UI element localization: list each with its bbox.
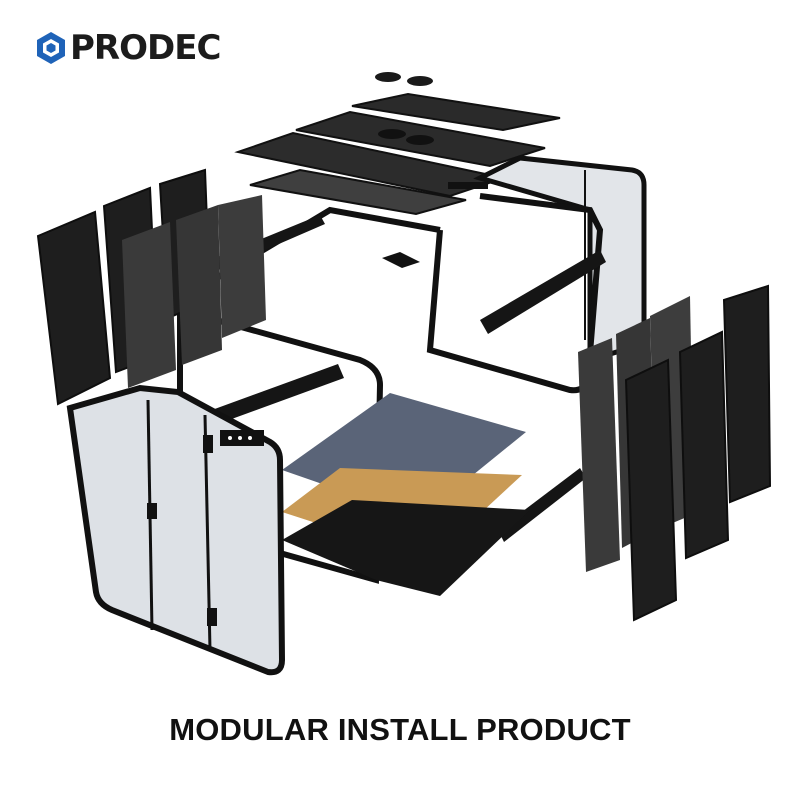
vent-grille [448,182,488,189]
door-handle-icon [147,503,157,519]
roof-vent-icon [375,72,433,86]
left-outer-panel-1 [36,210,112,406]
brand-logo: PRODEC [36,28,221,68]
left-felt-panel-3 [218,195,266,338]
top-beam-right [480,250,606,334]
left-felt-panel-1 [122,222,176,388]
brand-name: PRODEC [70,28,221,68]
door-hinge-top [203,435,213,453]
right-outer-panel-1 [624,358,678,622]
floor-beam [498,468,586,542]
floor-base-plate [282,500,530,596]
hexagon-cube-icon [37,32,65,64]
ceiling-fan-opening [378,129,406,139]
product-caption: MODULAR INSTALL PRODUCT [169,712,631,747]
right-outer-panel-2 [678,330,730,560]
roof-panel-top [351,92,561,132]
right-outer-panel-3 [722,284,772,504]
top-beam-front [190,364,344,432]
left-felt-panel-2 [176,205,222,365]
right-felt-panel-1 [578,338,620,572]
back-glass-wall [473,155,647,364]
door-hinge-bottom [207,608,217,626]
front-glass-door [66,384,286,676]
ceiling-felt-panel [249,168,467,216]
light-fixture [382,252,420,268]
